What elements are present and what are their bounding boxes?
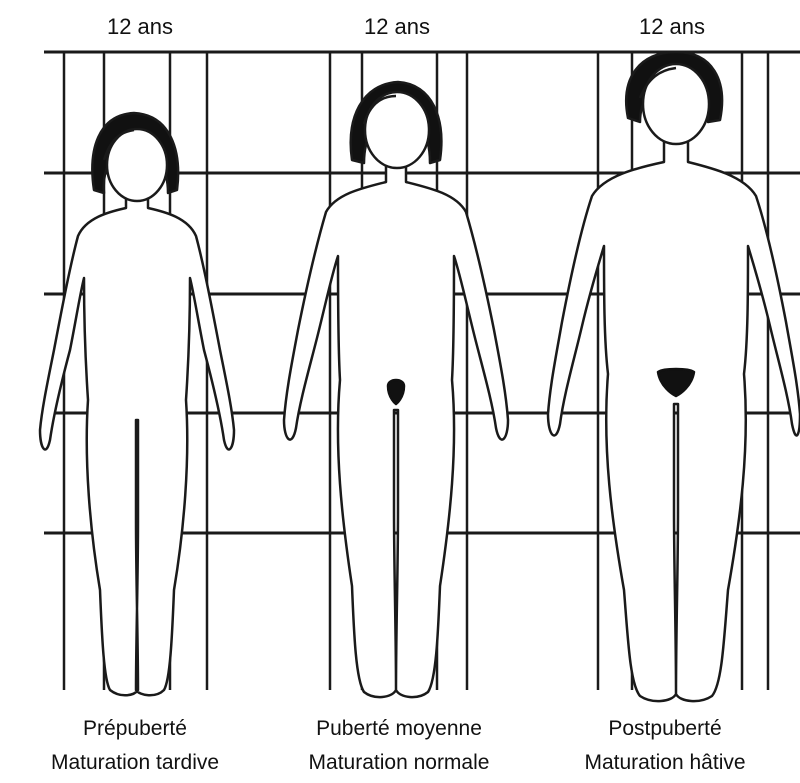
age-label-2: 12 ans (317, 12, 477, 42)
maturation-label-1: Maturation tardive (0, 748, 270, 778)
girl-figure-prepubertal (40, 113, 234, 695)
girl-2-body (284, 165, 508, 697)
age-label-1: 12 ans (60, 12, 220, 42)
girl-1-body (40, 196, 234, 695)
stage-label-1: Prépuberté (0, 714, 270, 744)
age-label-3: 12 ans (592, 12, 752, 42)
girl-3-head (643, 64, 709, 144)
maturation-label-3: Maturation hâtive (530, 748, 800, 778)
girl-figure-postpubertal (548, 52, 800, 701)
maturation-label-2: Maturation normale (264, 748, 534, 778)
stage-label-3: Postpuberté (530, 714, 800, 744)
girl-3-body (548, 140, 800, 701)
stage-label-2: Puberté moyenne (264, 714, 534, 744)
